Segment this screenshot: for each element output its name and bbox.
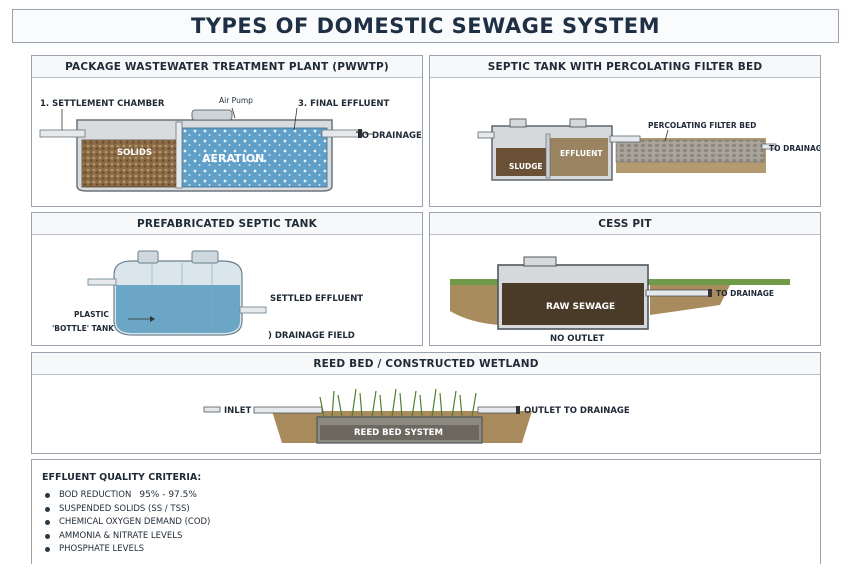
label-outlet: OUTLET TO DRAINAGE [524,406,630,416]
label-bottle-tank: 'BOTTLE' TANK [52,324,115,333]
criteria-item: SUSPENDED SOLIDS (SS / TSS) [42,503,820,517]
criteria-list: BOD REDUCTION 95% - 97.5% SUSPENDED SOLID… [42,489,820,557]
criteria-title: EFFLUENT QUALITY CRITERIA: [42,472,202,483]
inlet-pipe [39,129,86,138]
label-effluent: EFFLUENT [560,149,603,158]
bullet-icon [45,533,50,539]
sludge-chamber [496,148,546,176]
criteria-item: CHEMICAL OXYGEN DEMAND (COD) [42,516,820,530]
panel-prefab: PREFABRICATED SEPTIC TANK SETTLED EFFLUE… [31,212,423,346]
label-plastic: PLASTIC [74,310,109,319]
label-to-drainage-filter: TO DRAINAGE [769,144,820,153]
criteria-item: AMMONIA & NITRATE LEVELS [42,530,820,544]
panel-reed: REED BED / CONSTRUCTED WETLAND INLET OUT… [31,352,821,454]
panel-septic-filter: SEPTIC TANK WITH PERCOLATING FILTER BED … [429,55,821,207]
air-pump-lid [191,109,233,121]
label-sludge: SLUDGE [509,162,543,171]
title-banner: TYPES OF DOMESTIC SEWAGE SYSTEM [12,9,839,43]
criteria-item: PHOSPHATE LEVELS [42,543,820,557]
chamber-divider [175,121,183,189]
bullet-icon [45,547,50,553]
label-final-effluent: 3. FINAL EFFLUENT [298,99,389,109]
panel-reed-heading: REED BED / CONSTRUCTED WETLAND [32,353,820,375]
prefab-diagram: SETTLED EFFLUENT PLASTIC 'BOTTLE' TANK )… [52,250,363,341]
label-to-drainage-cess: TO DRAINAGE [716,289,774,298]
pwwtp-diagram: 1. SETTLEMENT CHAMBER Air Pump 3. FINAL … [39,96,422,192]
label-raw-sewage: RAW SEWAGE [546,302,615,312]
bullet-icon [45,506,50,512]
label-settlement-chamber: 1. SETTLEMENT CHAMBER [40,99,165,109]
label-drainage-field: ) DRAINAGE FIELD [268,331,355,341]
tank-water [116,285,240,333]
cess-diagram: TO DRAINAGE RAW SEWAGE NO OUTLET [450,256,790,344]
label-filter-bed: PERCOLATING FILTER BED [648,121,756,130]
effluent-chamber [550,138,608,176]
label-reed-bed-system: REED BED SYSTEM [354,428,443,438]
criteria-item-label: PHOSPHATE LEVELS [59,544,144,554]
criteria-item-label: AMMONIA & NITRATE LEVELS [59,530,183,541]
label-air-pump: Air Pump [219,96,253,105]
criteria-item-value: 95% - 97.5% [139,490,197,500]
label-solids: SOLIDS [117,148,152,158]
effluent-criteria-box: EFFLUENT QUALITY CRITERIA: BOD REDUCTION… [31,459,821,564]
reed-diagram: INLET OUTLET TO DRAINAGE REED BED SYSTEM [203,388,630,444]
panel-septic-filter-heading: SEPTIC TANK WITH PERCOLATING FILTER BED [430,56,820,78]
bullet-icon [45,520,50,526]
criteria-item-label: BOD REDUCTION [59,490,132,500]
label-inlet: INLET [224,406,251,416]
label-settled-effluent: SETTLED EFFLUENT [270,294,363,304]
panel-cess-heading: CESS PIT [430,213,820,235]
panel-cess: CESS PIT TO DRAINAGE RAW SEWAGE NO OUTLE… [429,212,821,346]
panel-prefab-heading: PREFABRICATED SEPTIC TANK [32,213,422,235]
page-title: TYPES OF DOMESTIC SEWAGE SYSTEM [190,14,661,38]
label-aeration: AERATION [202,152,264,165]
criteria-item-label: CHEMICAL OXYGEN DEMAND (COD) [59,517,211,527]
septic-filter-diagram: PERCOLATING FILTER BED TO DRAINAGE SLUDG… [477,118,820,181]
panel-pwwtp-heading: PACKAGE WASTEWATER TREATMENT PLANT (PWWT… [32,56,422,78]
solids-chamber [81,139,178,188]
panel-pwwtp: PACKAGE WASTEWATER TREATMENT PLANT (PWWT… [31,55,423,207]
filter-bed [615,139,765,163]
label-no-outlet: NO OUTLET [550,334,604,344]
reed-gravel [320,425,479,440]
label-to-drainage-pwwtp: TO DRAINAGE [356,131,422,141]
raw-sewage-fill [502,283,644,325]
bullet-icon [45,493,50,499]
criteria-item: BOD REDUCTION 95% - 97.5% [42,489,820,503]
reeds [319,388,477,418]
criteria-item-label: SUSPENDED SOLIDS (SS / TSS) [59,503,190,514]
soil-left [450,285,500,325]
